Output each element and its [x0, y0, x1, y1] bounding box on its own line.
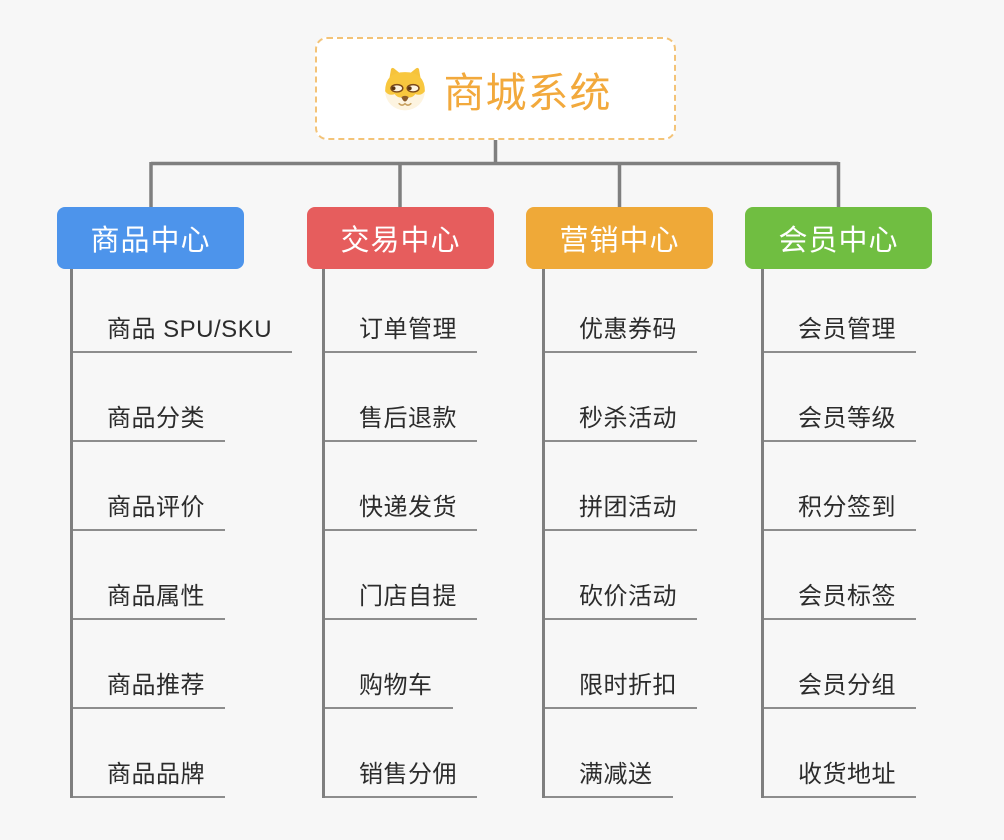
leaf-node[interactable]: 会员标签 — [764, 576, 916, 620]
leaf-row: 商品推荐 — [73, 620, 292, 709]
leaf-node[interactable]: 商品评价 — [73, 487, 225, 531]
leaf-row: 商品分类 — [73, 353, 292, 442]
leaf-row: 订单管理 — [325, 269, 477, 353]
leaf-node[interactable]: 优惠券码 — [545, 309, 697, 353]
leaf-column-trade-center: 订单管理 售后退款 快递发货 门店自提 购物车 销售分佣 — [322, 269, 477, 798]
branch-label: 商品中心 — [90, 225, 211, 257]
root-node[interactable]: 商城系统 — [315, 37, 676, 140]
leaf-row: 限时折扣 — [545, 620, 697, 709]
branch-node-trade-center[interactable]: 交易中心 — [307, 207, 494, 269]
leaf-node[interactable]: 商品属性 — [73, 576, 225, 620]
leaf-node[interactable]: 商品分类 — [73, 398, 225, 442]
leaf-column-product-center: 商品 SPU/SKU 商品分类 商品评价 商品属性 商品推荐 商品品牌 — [70, 269, 293, 798]
root-title: 商城系统 — [443, 69, 612, 116]
branch-node-product-center[interactable]: 商品中心 — [57, 207, 244, 269]
leaf-node[interactable]: 购物车 — [325, 665, 453, 709]
leaf-row: 商品评价 — [73, 442, 292, 531]
branch-node-member-center[interactable]: 会员中心 — [745, 207, 932, 269]
leaf-node[interactable]: 砍价活动 — [545, 576, 697, 620]
leaf-node[interactable]: 秒杀活动 — [545, 398, 697, 442]
leaf-node[interactable]: 售后退款 — [325, 398, 477, 442]
leaf-node[interactable]: 满减送 — [545, 754, 673, 798]
leaf-row: 购物车 — [325, 620, 477, 709]
branch-label: 会员中心 — [778, 225, 899, 257]
shiba-dog-icon — [384, 67, 425, 110]
leaf-node[interactable]: 积分签到 — [764, 487, 916, 531]
leaf-node[interactable]: 会员等级 — [764, 398, 916, 442]
branch-label: 交易中心 — [340, 225, 461, 257]
leaf-node[interactable]: 拼团活动 — [545, 487, 697, 531]
leaf-row: 会员分组 — [764, 620, 916, 709]
leaf-node[interactable]: 商品品牌 — [73, 754, 225, 798]
leaf-row: 商品属性 — [73, 531, 292, 620]
leaf-node[interactable]: 会员管理 — [764, 309, 916, 353]
leaf-node[interactable]: 商品推荐 — [73, 665, 225, 709]
leaf-row: 积分签到 — [764, 442, 916, 531]
leaf-node[interactable]: 订单管理 — [325, 309, 477, 353]
leaf-row: 销售分佣 — [325, 709, 477, 798]
leaf-node[interactable]: 限时折扣 — [545, 665, 697, 709]
leaf-column-marketing-center: 优惠券码 秒杀活动 拼团活动 砍价活动 限时折扣 满减送 — [542, 269, 697, 798]
leaf-row: 快递发货 — [325, 442, 477, 531]
leaf-row: 门店自提 — [325, 531, 477, 620]
leaf-row: 商品 SPU/SKU — [73, 269, 293, 353]
leaf-row: 优惠券码 — [545, 269, 697, 353]
branch-node-marketing-center[interactable]: 营销中心 — [526, 207, 713, 269]
leaf-node[interactable]: 销售分佣 — [325, 754, 477, 798]
leaf-row: 拼团活动 — [545, 442, 697, 531]
branch-label: 营销中心 — [559, 225, 680, 257]
leaf-node[interactable]: 商品 SPU/SKU — [73, 309, 293, 353]
leaf-row: 收货地址 — [764, 709, 916, 798]
leaf-node[interactable]: 门店自提 — [325, 576, 477, 620]
leaf-column-member-center: 会员管理 会员等级 积分签到 会员标签 会员分组 收货地址 — [761, 269, 916, 798]
leaf-row: 秒杀活动 — [545, 353, 697, 442]
leaf-row: 砍价活动 — [545, 531, 697, 620]
leaf-row: 会员等级 — [764, 353, 916, 442]
leaf-row: 会员管理 — [764, 269, 916, 353]
leaf-node[interactable]: 收货地址 — [764, 754, 916, 798]
leaf-row: 商品品牌 — [73, 709, 292, 798]
leaf-node[interactable]: 快递发货 — [325, 487, 477, 531]
leaf-row: 会员标签 — [764, 531, 916, 620]
leaf-node[interactable]: 会员分组 — [764, 665, 916, 709]
leaf-row: 满减送 — [545, 709, 697, 798]
leaf-row: 售后退款 — [325, 353, 477, 442]
